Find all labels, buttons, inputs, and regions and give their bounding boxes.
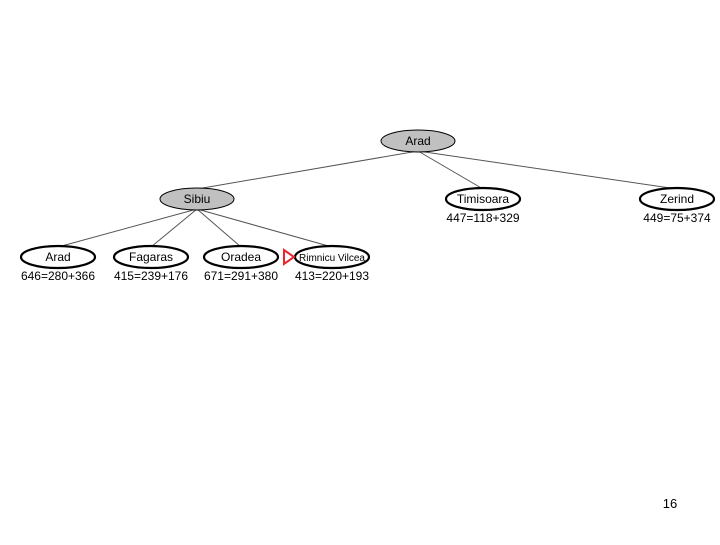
node-ellipse [159,187,235,211]
edge-arad-root-to-sibiu [196,150,419,190]
tree-node-timisoara: Timisoara 447=118+329 [444,186,522,225]
red-triangle-pointer-icon [283,248,296,266]
node-label: Arad [45,250,70,264]
node-ellipse [202,244,280,270]
node-cost: 415=239+176 [114,269,188,283]
tree-node-oradea: Oradea 671=291+380 [202,244,280,283]
node-ellipse [112,244,190,270]
tree-edges [57,150,678,248]
node-ellipse [638,186,716,212]
node-label: Sibiu [184,192,211,206]
tree-node-fagaras: Fagaras 415=239+176 [112,244,190,283]
node-cost: 449=75+374 [643,211,711,225]
edge-sibiu-to-arad-child [57,208,198,248]
node-ellipse [380,129,456,153]
node-label: Arad [405,134,430,148]
node-ellipse [19,244,97,270]
node-label: Oradea [221,250,261,264]
tree-node-zerind: Zerind 449=75+374 [638,186,716,225]
node-cost: 646=280+366 [21,269,95,283]
page-number: 16 [662,496,678,511]
edge-sibiu-to-oradea [196,208,242,248]
node-cost: 447=118+329 [446,211,520,225]
edge-arad-root-to-timisoara [417,150,484,190]
edge-arad-root-to-zerind [417,150,678,190]
node-label: Fagaras [129,250,173,264]
node-label: Zerind [660,192,694,206]
edge-sibiu-to-rimnicu-vilcea [196,208,333,248]
tree-node-rimnicu-vilcea: Rimnicu Vilcea 413=220+193 [293,244,371,283]
edge-sibiu-to-fagaras [150,208,198,248]
node-ellipse [444,186,522,212]
tree-node-arad-child: Arad 646=280+366 [19,244,97,283]
marker-layer [283,248,296,266]
tree-node-arad-root: Arad [380,129,456,153]
node-cost: 413=220+193 [295,269,369,283]
tree-node-sibiu: Sibiu [159,187,235,211]
node-cost: 671=291+380 [204,269,278,283]
node-label: Timisoara [457,192,510,206]
node-label: Rimnicu Vilcea [299,253,365,264]
